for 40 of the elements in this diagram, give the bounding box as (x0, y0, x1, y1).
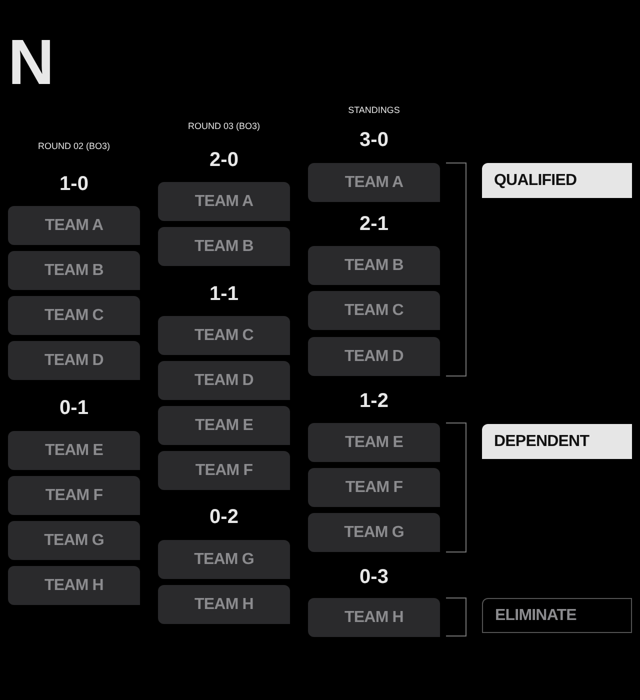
round-heading: STANDINGS (348, 104, 400, 117)
score-record: 0-2 (210, 505, 238, 530)
team-slot: TEAM E (308, 423, 440, 462)
team-slot: TEAM E (8, 431, 140, 470)
score-record: 1-0 (60, 172, 88, 197)
team-slot: TEAM F (8, 476, 140, 515)
team-slot: TEAM H (308, 598, 440, 637)
status-tag: ELIMINATE (482, 598, 632, 633)
team-slot: TEAM A (158, 182, 290, 221)
round-heading: ROUND 02 (BO3) (38, 140, 110, 153)
team-slot: TEAM H (8, 566, 140, 605)
team-slot: TEAM A (308, 163, 440, 202)
score-record: 1-2 (360, 389, 388, 414)
score-record: 2-1 (360, 212, 388, 237)
score-record: 0-3 (360, 565, 388, 590)
status-tag: DEPENDENT (482, 424, 632, 459)
team-slot: TEAM G (158, 540, 290, 579)
team-slot: TEAM C (308, 291, 440, 330)
team-slot: TEAM B (8, 251, 140, 290)
status-tag: QUALIFIED (482, 163, 632, 198)
score-record: 3-0 (360, 128, 388, 153)
team-slot: TEAM E (158, 406, 290, 445)
team-slot: TEAM F (308, 468, 440, 507)
team-slot: TEAM B (158, 227, 290, 266)
team-slot: TEAM F (158, 451, 290, 490)
team-slot: TEAM H (158, 585, 290, 624)
team-slot: TEAM D (8, 341, 140, 380)
team-slot: TEAM B (308, 246, 440, 285)
team-slot: TEAM G (308, 513, 440, 552)
score-record: 0-1 (60, 396, 88, 421)
team-slot: TEAM G (8, 521, 140, 560)
round-heading: ROUND 03 (BO3) (188, 120, 260, 133)
team-slot: TEAM C (8, 296, 140, 335)
team-slot: TEAM D (308, 337, 440, 376)
team-slot: TEAM D (158, 361, 290, 400)
team-slot: TEAM C (158, 316, 290, 355)
score-record: 1-1 (210, 282, 238, 307)
score-record: 2-0 (210, 148, 238, 173)
title: N (8, 30, 52, 94)
team-slot: TEAM A (8, 206, 140, 245)
